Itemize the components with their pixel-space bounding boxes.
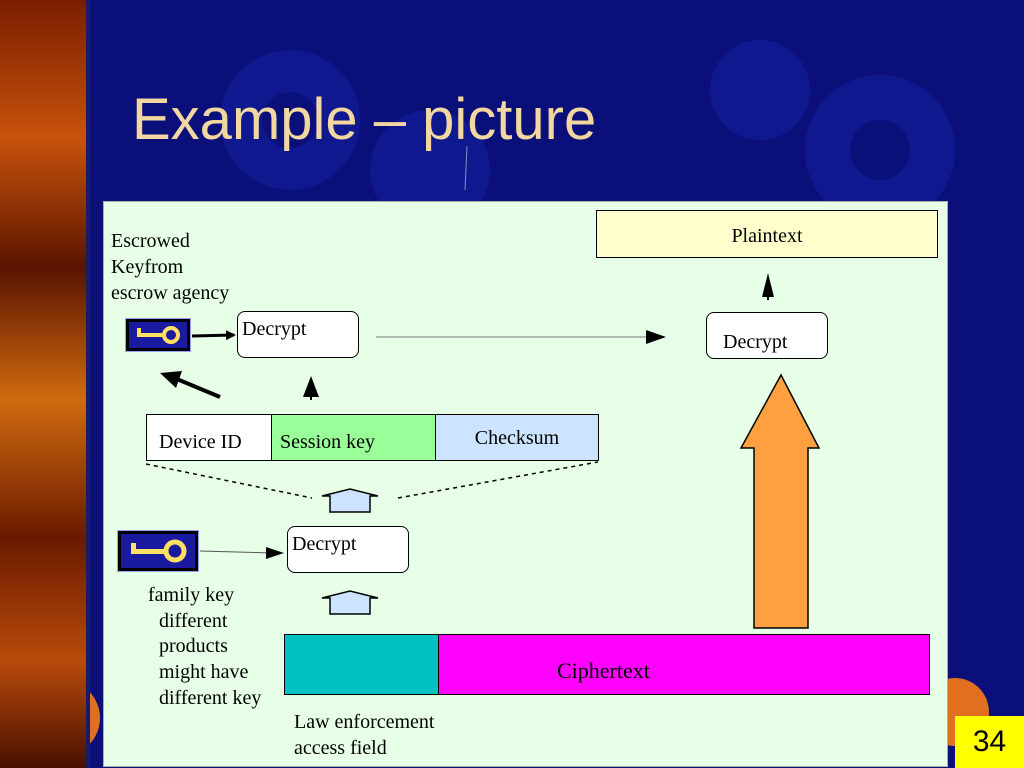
decorative-side-strip bbox=[0, 0, 90, 768]
decrypt-box-right-label: Decrypt bbox=[723, 331, 788, 353]
family-key-label-line-1: family key bbox=[148, 584, 235, 606]
device-id-box: Device ID bbox=[146, 414, 272, 461]
law-field-label-line-1: Law enforcement bbox=[294, 711, 435, 733]
plaintext-label: Plaintext bbox=[731, 225, 803, 247]
page-number: 34 bbox=[955, 716, 1024, 768]
session-key-box: Session key bbox=[271, 414, 436, 461]
ciphertext-box: Ciphertext bbox=[438, 634, 930, 695]
escrowed-label-line-2: Keyfrom bbox=[111, 256, 184, 278]
session-key-label: Session key bbox=[280, 431, 375, 453]
family-key-icon bbox=[117, 530, 199, 572]
law-enforcement-field-box bbox=[284, 634, 439, 695]
decrypt-box-middle: Decrypt bbox=[287, 526, 409, 573]
ciphertext-label: Ciphertext bbox=[557, 658, 650, 683]
decrypt-box-top: Decrypt bbox=[237, 311, 359, 358]
plaintext-box: Plaintext bbox=[596, 210, 938, 258]
family-key-label-line-3: products bbox=[159, 635, 228, 657]
decrypt-box-right: Decrypt bbox=[706, 312, 828, 359]
decrypt-box-middle-label: Decrypt bbox=[292, 533, 357, 555]
family-key-label-line-4: might have bbox=[159, 661, 249, 683]
slide-title: Example – picture bbox=[132, 87, 597, 152]
escrowed-key-icon bbox=[125, 318, 191, 352]
checksum-label: Checksum bbox=[474, 427, 560, 449]
checksum-box: Checksum bbox=[435, 414, 599, 461]
law-field-label-line-2: access field bbox=[294, 737, 387, 759]
family-key-label-line-2: different bbox=[159, 610, 228, 632]
escrowed-label-line-1: Escrowed bbox=[111, 230, 190, 252]
decrypt-box-top-label: Decrypt bbox=[242, 318, 307, 340]
family-key-label-line-5: different key bbox=[159, 687, 262, 709]
device-id-label: Device ID bbox=[159, 431, 242, 453]
escrowed-label-line-3: escrow agency bbox=[111, 282, 230, 304]
